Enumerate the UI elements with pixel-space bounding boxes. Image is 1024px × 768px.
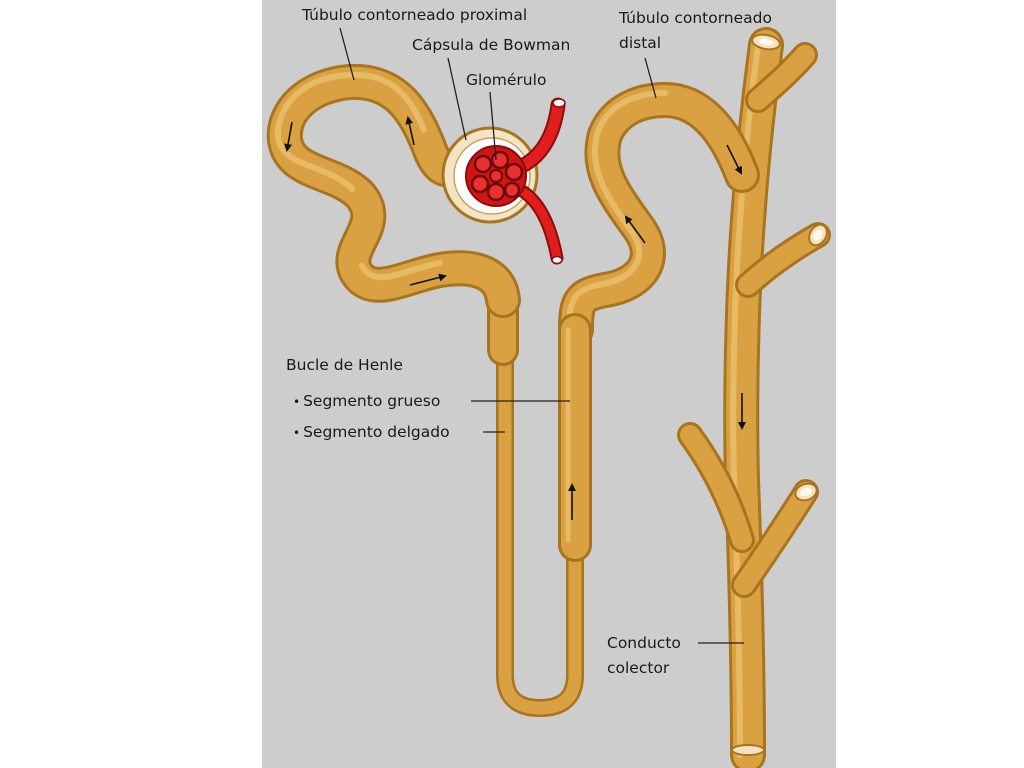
flow-arrow	[405, 116, 415, 146]
leader-line-glomerulus	[489, 91, 497, 161]
label-distal-tubule-line1: Túbulo contorneado	[619, 9, 772, 27]
flow-arrow	[726, 144, 742, 175]
label-bowmans-capsule: Cápsula de Bowman	[412, 36, 571, 54]
label-thin-segment-text: Segmento delgado	[303, 423, 450, 441]
label-proximal-convoluted-tubule: Túbulo contorneado proximal	[302, 6, 528, 24]
collecting-duct	[677, 27, 831, 768]
label-loop-of-henle: Bucle de Henle	[286, 356, 403, 374]
label-thick-segment-text: Segmento grueso	[303, 392, 441, 410]
collecting-duct-branch-left	[677, 422, 755, 553]
distal-convoluted-tubule	[558, 82, 760, 348]
leader-line-capsule	[447, 57, 467, 141]
loop-of-henle-thick-ascending	[558, 313, 592, 562]
flow-arrow	[624, 215, 646, 244]
loop-of-henle-thin	[496, 346, 584, 717]
collecting-duct-trunk	[723, 27, 784, 768]
label-glomerulus: Glomérulo	[466, 71, 547, 89]
label-distal-tubule-line2: distal	[619, 34, 662, 52]
bullet-icon: •	[293, 395, 301, 409]
bullet-icon: •	[293, 426, 301, 440]
label-thin-segment: •Segmento delgado	[293, 421, 450, 444]
collecting-duct-branch-top	[745, 42, 818, 113]
label-collecting-duct-line1: Conducto	[607, 634, 681, 652]
flow-arrows	[284, 116, 746, 520]
label-collecting-duct-line2: colector	[607, 659, 670, 677]
flow-arrow	[284, 121, 293, 152]
collecting-duct-branch-low	[731, 479, 819, 598]
flow-arrow	[409, 273, 447, 286]
leader-lines	[339, 27, 744, 644]
proximal-convoluted-tubule	[266, 63, 521, 318]
leader-line-dct	[644, 57, 657, 99]
label-thick-segment: •Segmento grueso	[293, 390, 440, 413]
glomerulus	[465, 145, 527, 207]
leader-line-pct	[339, 27, 355, 81]
